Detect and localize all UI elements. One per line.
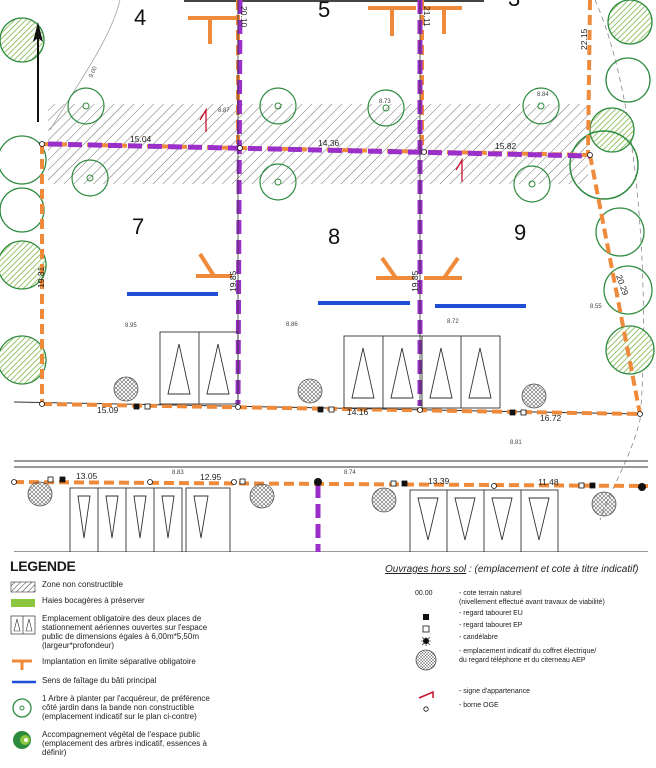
legend-label: Emplacement obligatoire des deux places …: [42, 614, 208, 650]
above-ground-label: - candélabre: [459, 634, 498, 641]
elevation-label: 8.72: [447, 319, 459, 325]
subdivision-plan: 9.00: [0, 0, 656, 552]
dimension-label: 16.72: [540, 413, 562, 423]
dimension-label: 21.11: [422, 6, 432, 27]
above-ground-item: - regard tabouret EP: [415, 622, 656, 634]
legend-label: Zone non constructible: [42, 580, 123, 589]
hatch-icon: [10, 580, 42, 594]
above-ground-label: - regard tabouret EP: [459, 622, 523, 629]
boundary-arc: [594, 0, 644, 521]
ridge-lines: [127, 292, 526, 308]
dimension-label: 13.05: [76, 471, 98, 481]
legend-item: Sens de faîtage du bâti principal: [10, 676, 252, 690]
dimension-label: 12.95: [200, 472, 222, 482]
elevation-labels: 8.87 8.73 8.84 8.95 8.86 8.72 8.55 8.81 …: [125, 92, 602, 476]
above-ground-item: - regard tabouret EU: [415, 610, 656, 622]
elevation-label: 8.74: [344, 470, 356, 476]
dimension-label: 14.16: [347, 407, 369, 417]
above-ground-label: - emplacement indicatif du coffret élect…: [459, 648, 597, 664]
lot-number: 8: [328, 224, 340, 249]
legend-item: Accompagnement végétal de l'espace publi…: [10, 730, 252, 757]
above-ground-label: - cote terrain naturel (nivellement effe…: [459, 590, 605, 606]
legend-item: Implantation en limite séparative obliga…: [10, 657, 252, 671]
above-ground-item: - signe d'appartenance: [415, 688, 656, 700]
street-lamps: [314, 478, 646, 491]
contour-line: [49, 0, 121, 131]
elevation-label: 8.87: [218, 108, 230, 114]
hedges-right: [569, 0, 655, 375]
contour-label: 9.00: [88, 65, 99, 79]
lot-number: 9: [514, 220, 526, 245]
above-ground-item: - emplacement indicatif du coffret élect…: [415, 648, 656, 672]
lot-number: 5: [318, 0, 330, 22]
boundary-markers: [188, 6, 462, 280]
dimension-label: 11.48: [538, 477, 559, 487]
oge-markers: [11, 141, 643, 489]
ridge-line-icon: [10, 676, 42, 690]
above-ground-subtitle: : (emplacement et cote à titre indicatif…: [468, 564, 639, 575]
elevation-label: 8.73: [379, 99, 391, 105]
utility-boxes: [27, 376, 617, 517]
legend-title: LEGENDE: [10, 558, 76, 574]
north-arrow-icon: [33, 22, 43, 122]
lot-number: 7: [132, 214, 144, 239]
hedges-left: [0, 17, 47, 385]
above-ground-item: 00.00 - cote terrain naturel (nivellemen…: [415, 590, 656, 607]
tree-icon: [10, 694, 42, 718]
lot-number: 3: [508, 0, 520, 11]
legend-label: Haies bocagères à préserver: [42, 596, 145, 605]
trees-to-plant: [67, 87, 560, 203]
above-ground-label: - regard tabouret EU: [459, 610, 523, 617]
dimension-label: 15.04: [130, 134, 152, 144]
legend-label: Accompagnement végétal de l'espace publi…: [42, 730, 207, 757]
elevation-label: 8.95: [125, 323, 137, 329]
dimension-label: 15.82: [495, 141, 517, 151]
dimension-labels: 15.04 14.36 15.82 15.09 14.16 16.72 13.0…: [36, 6, 631, 487]
lot-numbers: 4 5 3 7 8 9: [132, 0, 526, 249]
dimension-label: 19.81: [36, 266, 46, 288]
elevation-label: 8.84: [537, 92, 549, 98]
ownership-sign-icon: [415, 688, 459, 700]
above-ground-label: - borne OGE: [459, 702, 499, 709]
lot-number: 4: [134, 5, 146, 30]
elevation-label: 8.83: [172, 470, 184, 476]
dimension-label: 14.36: [318, 138, 340, 148]
legend-item: Emplacement obligatoire des deux places …: [10, 614, 252, 650]
dimension-label: 15.09: [97, 405, 119, 415]
ep-manhole-icon: [415, 622, 459, 634]
elevation-label: 8.55: [590, 304, 602, 310]
legend-item: Haies bocagères à préserver: [10, 596, 252, 610]
hedge-icon: [10, 596, 42, 610]
street-lamp-icon: [415, 634, 459, 646]
above-ground-item: - candélabre: [415, 634, 656, 646]
legend-label: Sens de faîtage du bâti principal: [42, 676, 157, 685]
parking-icon: [10, 614, 42, 644]
above-ground-label: - signe d'appartenance: [459, 688, 530, 695]
legend-item: 1 Arbre à planter par l'acquéreur, de pr…: [10, 694, 252, 721]
dimension-label: 22.15: [579, 28, 589, 50]
above-ground-item: - borne OGE: [415, 702, 656, 714]
elevation-label: 8.81: [510, 440, 522, 446]
utility-box-icon: [415, 648, 459, 672]
eu-manhole-icon: [415, 610, 459, 622]
above-ground-heading: Ouvrages hors sol: [385, 564, 467, 575]
legend-label: 1 Arbre à planter par l'acquéreur, de pr…: [42, 694, 210, 721]
manholes: [47, 403, 596, 489]
above-ground-title: Ouvrages hors sol : (emplacement et cote…: [385, 564, 638, 575]
legend: LEGENDE Zone non constructible Haies boc…: [0, 552, 656, 768]
legend-item: Zone non constructible: [10, 580, 252, 594]
elevation-label: 8.86: [286, 322, 298, 328]
dimension-label: 19.85: [410, 270, 420, 292]
dimension-label: 19.85: [228, 270, 238, 292]
dimension-label: 20.10: [239, 6, 249, 28]
oge-marker-icon: [415, 702, 459, 714]
public-tree-icon: [10, 730, 42, 754]
dimension-label: 13.39: [428, 476, 450, 486]
boundary-marker-icon: [10, 657, 42, 671]
legend-label: Implantation en limite séparative obliga…: [42, 657, 196, 666]
elevation-symbol: 00.00: [415, 590, 433, 597]
ownership-signs: [199, 107, 463, 182]
